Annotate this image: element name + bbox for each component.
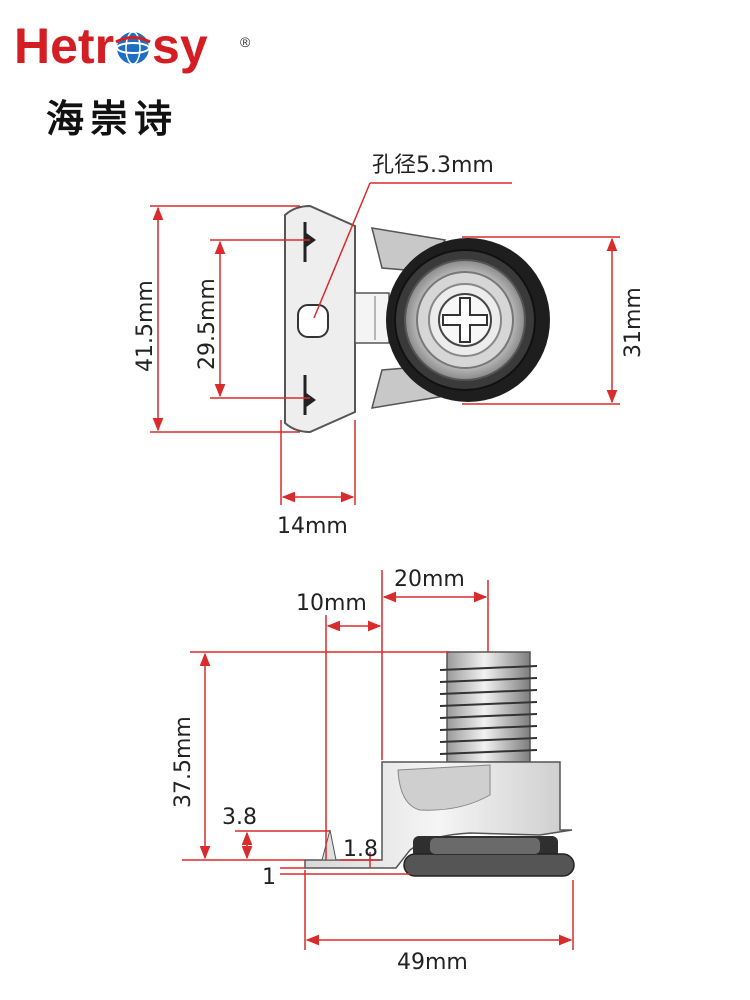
mounting-hole	[297, 304, 329, 338]
lock-diameter-label: 31mm	[621, 287, 646, 358]
brand-name-prefix: Hetr	[14, 18, 115, 74]
step-height-label: 1.8	[343, 837, 378, 862]
offset-label: 10mm	[296, 591, 367, 616]
hole-spacing-label: 29.5mm	[195, 278, 220, 370]
cross-slot-icon	[442, 297, 488, 343]
tab-height-label: 3.8	[222, 805, 257, 830]
front-view: 孔径5.3mm 41.5mm 29.5mm 31mm 14mm	[133, 153, 646, 539]
side-view: 20mm 10mm 37.5mm 3.8 1.8 1 49mm	[171, 567, 575, 975]
registered-mark: ®	[240, 34, 251, 50]
brand-logo: Hetr sy	[14, 14, 208, 78]
brand: Hetr sy ® 海崇诗	[14, 14, 254, 141]
overall-length-label: 49mm	[397, 950, 468, 975]
brand-name-suffix: sy	[152, 18, 208, 74]
overall-height-label: 41.5mm	[133, 280, 158, 372]
hole-diameter-label: 孔径5.3mm	[372, 153, 494, 178]
bracket-width-label: 14mm	[277, 514, 348, 539]
body-height-label: 37.5mm	[171, 716, 196, 808]
globe-icon	[115, 31, 151, 65]
thread-length-label: 20mm	[394, 567, 465, 592]
brand-chinese-name: 海崇诗	[46, 97, 179, 141]
plate-thickness-label: 1	[262, 865, 276, 890]
